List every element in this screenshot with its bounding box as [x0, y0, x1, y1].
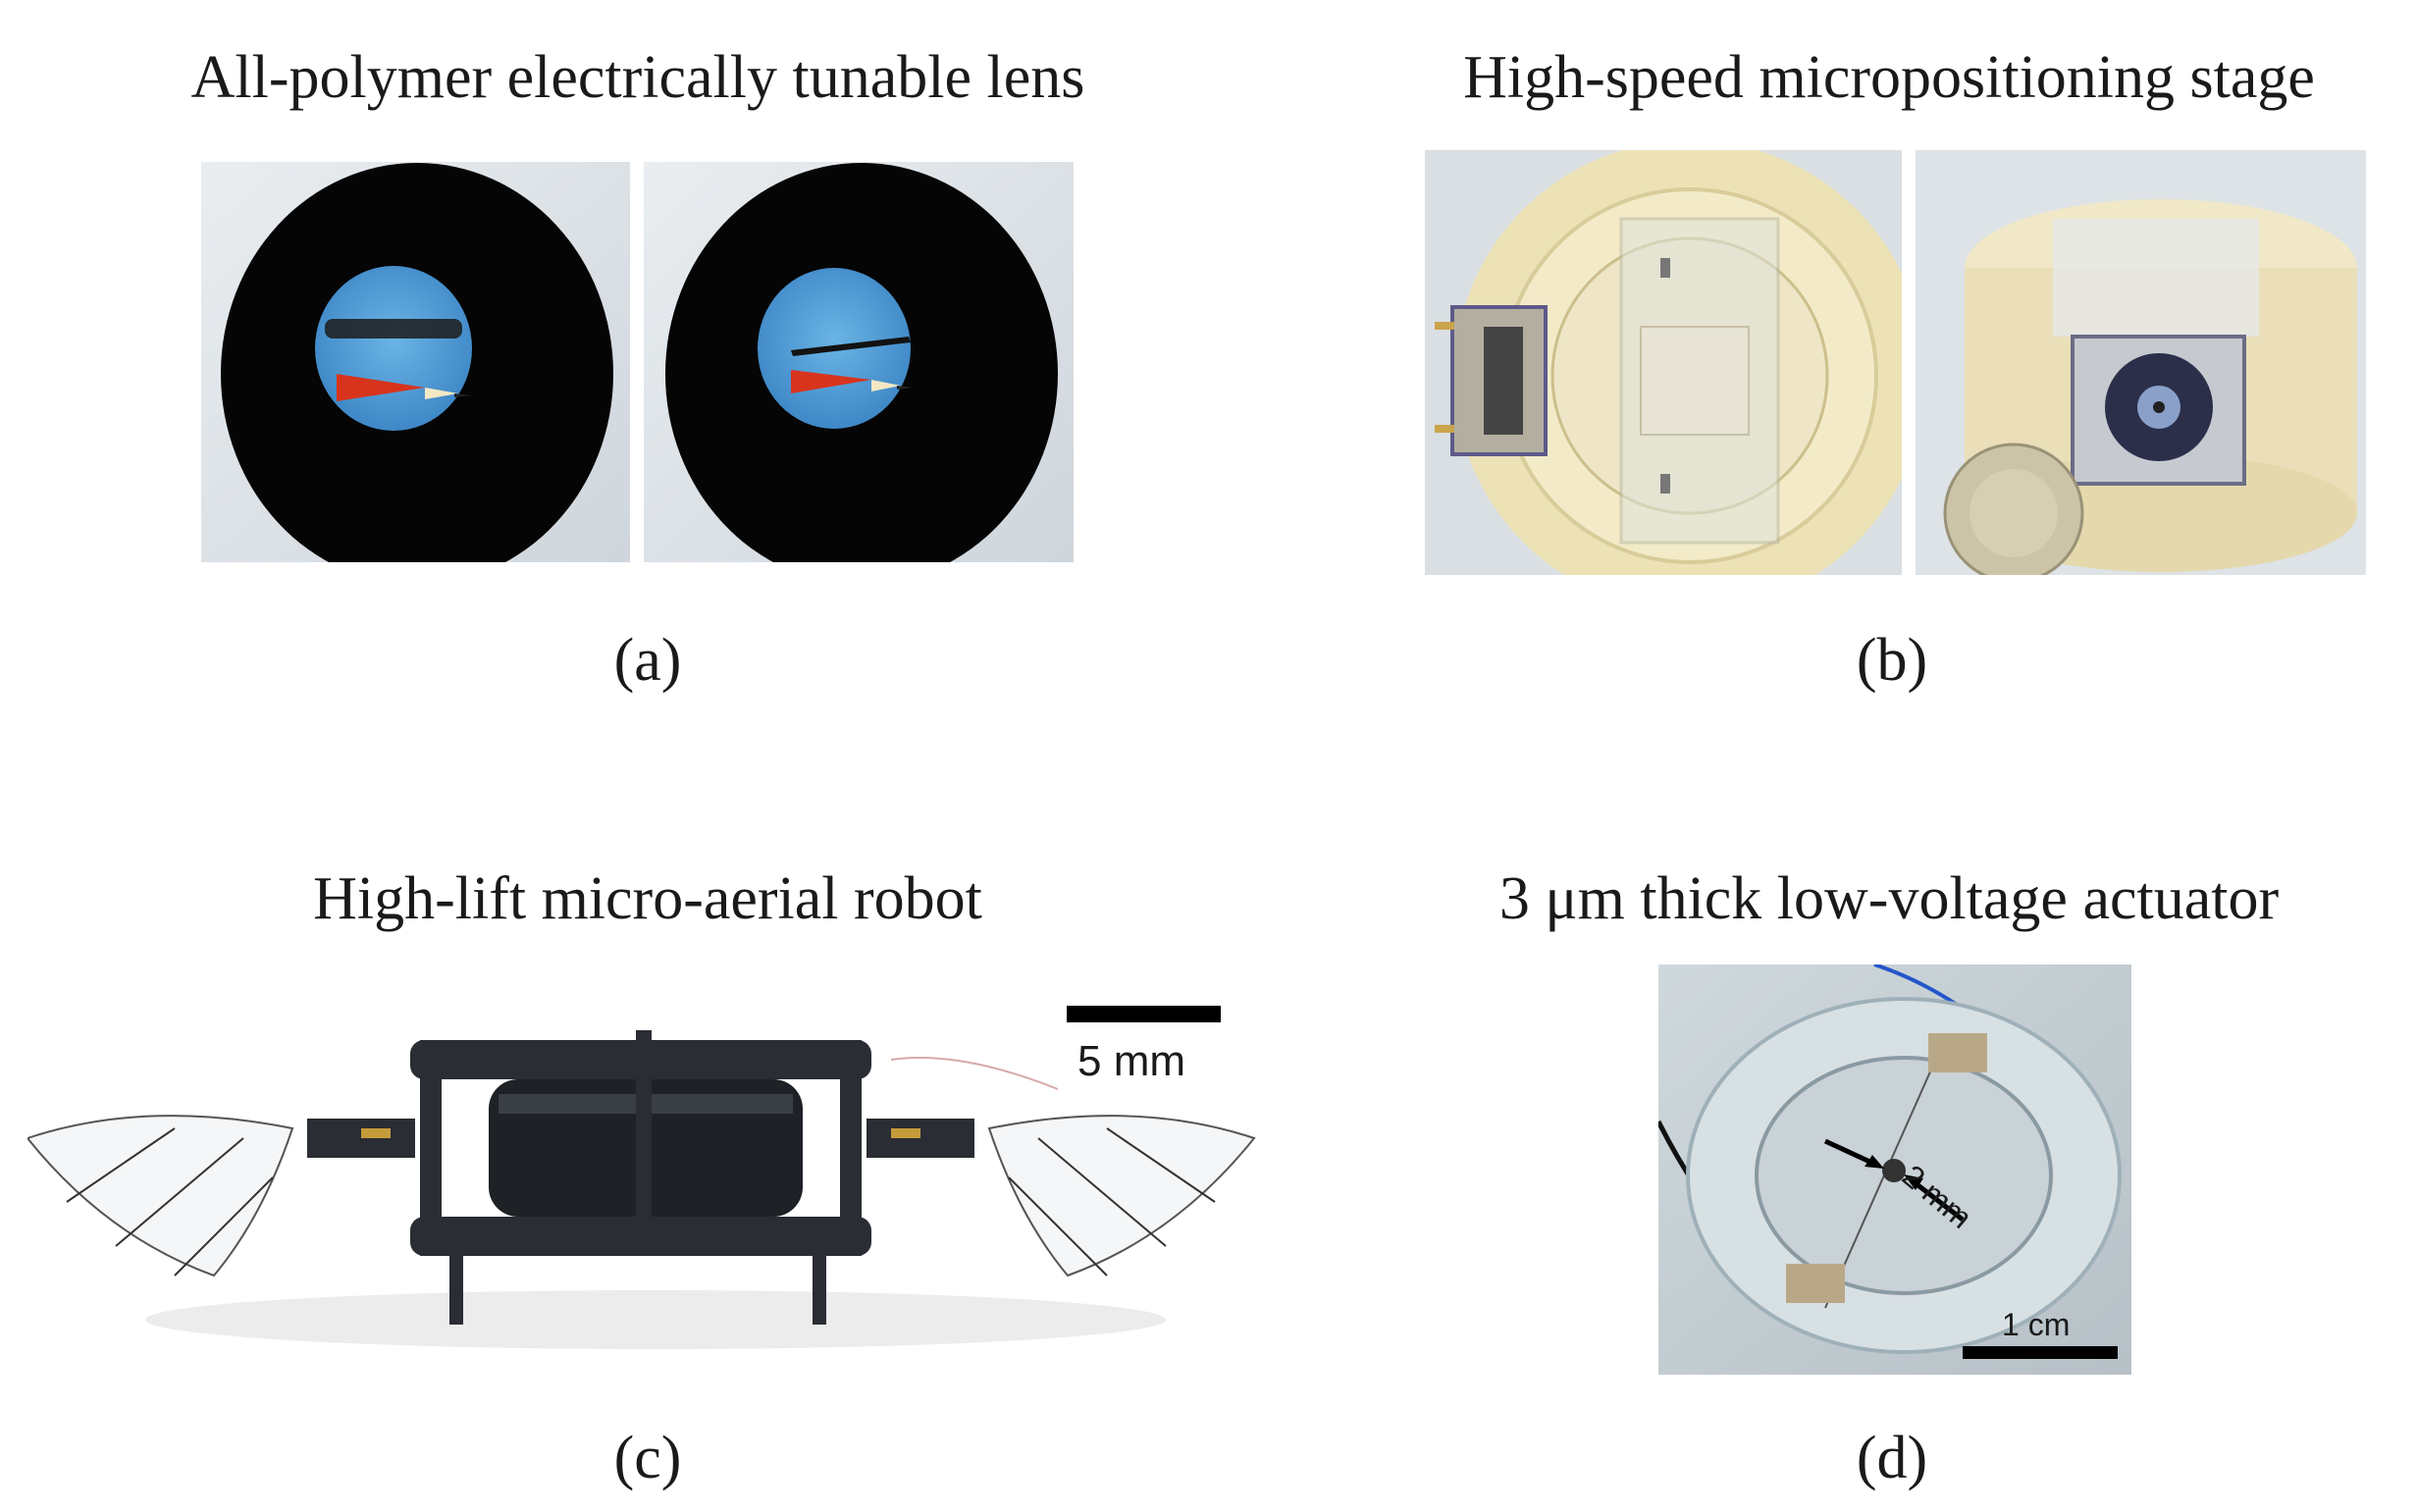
panel-c-title: High-lift micro-aerial robot — [313, 865, 982, 932]
panel-a-photo-left — [201, 162, 630, 562]
panel-b-photo-top-view — [1425, 150, 1902, 575]
panel-a-title: All-polymer electrically tunable lens — [190, 44, 1085, 111]
panel-a-label: (a) — [613, 627, 682, 694]
panel-c-scalebar-label: 5 mm — [1077, 1037, 1185, 1085]
panel-c-label: (c) — [613, 1425, 682, 1491]
panel-b-title: High-speed micropositioning stage — [1463, 44, 2315, 111]
panel-d-title: 3 μm thick low-voltage actuator — [1498, 865, 2280, 932]
panel-b-photo-perspective-view — [1916, 150, 2366, 575]
panel-b-label: (b) — [1856, 627, 1928, 694]
panel-c-scalebar — [1067, 1006, 1221, 1022]
panel-d-actuator-photo — [1658, 965, 2131, 1375]
panel-d-scalebar-label: 1 cm — [2002, 1307, 2071, 1342]
panel-d-scalebar — [1963, 1346, 2118, 1359]
panel-c-robot-photo — [27, 981, 1274, 1354]
panel-d-label: (d) — [1856, 1425, 1928, 1491]
panel-a-photo-right — [644, 162, 1074, 562]
